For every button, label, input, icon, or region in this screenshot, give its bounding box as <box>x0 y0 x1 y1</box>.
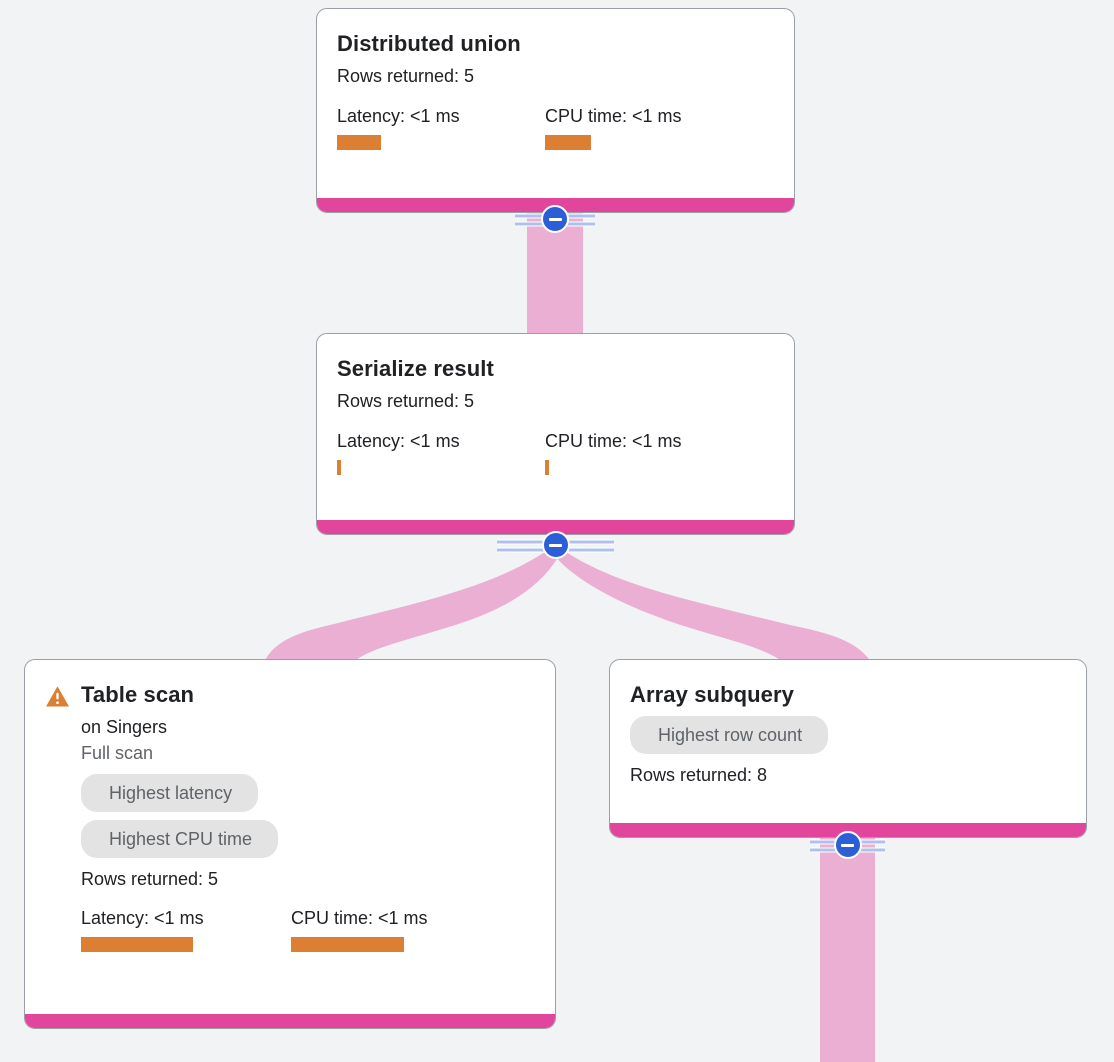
metric-latency-bar <box>337 460 341 475</box>
plan-node-serialize-result[interactable]: Serialize result Rows returned: 5 Latenc… <box>316 333 795 535</box>
metric-latency: Latency: <1 ms <box>337 105 545 150</box>
node-accent-bar <box>25 1014 555 1028</box>
node-header: Array subquery <box>630 682 1066 708</box>
metric-latency-bar <box>81 937 193 952</box>
metric-cpu-label: CPU time: <1 ms <box>291 908 428 928</box>
plan-node-table-scan[interactable]: Table scan on Singers Full scan Highest … <box>24 659 556 1029</box>
node-body: Array subquery Highest row count Rows re… <box>610 660 1086 823</box>
collapse-toggle-serialize-result[interactable] <box>497 531 614 559</box>
metric-cpu: CPU time: <1 ms <box>291 907 428 952</box>
metric-latency-label: Latency: <1 ms <box>337 106 460 126</box>
node-header: Serialize result <box>337 356 774 382</box>
node-details: on Singers Full scan Highest latency Hig… <box>45 714 535 952</box>
node-header: Table scan <box>45 682 535 708</box>
edge-serialize-result-to-array-subquery <box>550 545 872 668</box>
minus-icon[interactable] <box>833 831 862 859</box>
node-title: Table scan <box>81 682 195 707</box>
metric-cpu: CPU time: <1 ms <box>545 430 682 475</box>
metric-cpu-label: CPU time: <1 ms <box>545 106 682 126</box>
metric-cpu-bar <box>545 135 591 150</box>
node-accent-bar <box>610 823 1086 837</box>
metric-cpu-bar <box>291 937 404 952</box>
minus-icon[interactable] <box>541 205 569 233</box>
metric-latency-label: Latency: <1 ms <box>337 431 460 451</box>
node-scan-type: Full scan <box>81 743 154 763</box>
metric-latency-bar <box>337 135 381 150</box>
collapse-toggle-distributed-union[interactable] <box>515 205 595 233</box>
node-rows-returned: Rows returned: 5 <box>81 869 219 889</box>
metric-latency-label: Latency: <1 ms <box>81 908 204 928</box>
chip-highest-cpu-time[interactable]: Highest CPU time <box>81 820 279 858</box>
edge-serialize-result-to-table-scan <box>264 545 562 668</box>
plan-node-distributed-union[interactable]: Distributed union Rows returned: 5 Laten… <box>316 8 795 213</box>
node-title: Serialize result <box>337 356 494 381</box>
minus-icon[interactable] <box>541 531 570 559</box>
node-body: Distributed union Rows returned: 5 Laten… <box>317 9 794 198</box>
node-title: Distributed union <box>337 31 521 56</box>
node-body: Serialize result Rows returned: 5 Latenc… <box>317 334 794 520</box>
node-title: Array subquery <box>630 682 795 707</box>
warning-triangle-icon <box>46 686 69 707</box>
metric-latency: Latency: <1 ms <box>81 907 291 952</box>
metric-cpu-label: CPU time: <1 ms <box>545 431 682 451</box>
collapse-toggle-array-subquery[interactable] <box>810 831 885 859</box>
chip-list: Highest row count <box>630 708 1066 754</box>
node-rows-returned: Rows returned: 8 <box>630 765 768 785</box>
chip-highest-latency[interactable]: Highest latency <box>81 774 259 812</box>
metric-cpu-bar <box>545 460 549 475</box>
metric-cpu: CPU time: <1 ms <box>545 105 682 150</box>
node-metrics: Latency: <1 ms CPU time: <1 ms <box>337 105 774 150</box>
plan-node-array-subquery[interactable]: Array subquery Highest row count Rows re… <box>609 659 1087 838</box>
metric-latency: Latency: <1 ms <box>337 430 545 475</box>
node-body: Table scan on Singers Full scan Highest … <box>25 660 555 1014</box>
node-subtitle: on Singers <box>81 717 168 737</box>
node-accent-bar <box>317 520 794 534</box>
chip-list: Highest latency Highest CPU time <box>81 766 535 858</box>
edge-array-subquery-to-child <box>820 833 875 1062</box>
node-header: Distributed union <box>337 31 774 57</box>
node-rows-returned: Rows returned: 5 <box>337 66 475 86</box>
chip-highest-row-count[interactable]: Highest row count <box>630 716 829 754</box>
node-rows-returned: Rows returned: 5 <box>337 391 475 411</box>
node-metrics: Latency: <1 ms CPU time: <1 ms <box>81 907 535 952</box>
node-metrics: Latency: <1 ms CPU time: <1 ms <box>337 430 774 475</box>
